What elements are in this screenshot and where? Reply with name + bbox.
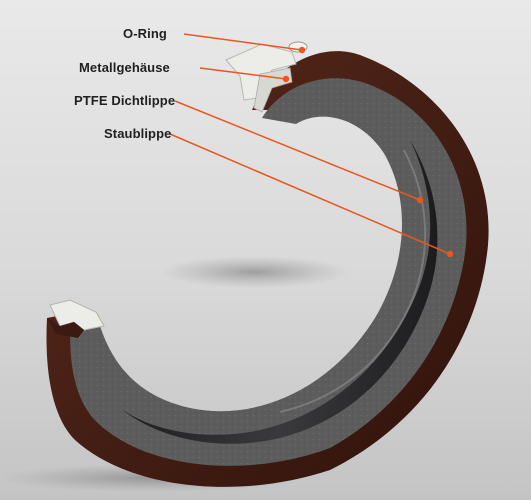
leader-lines xyxy=(169,33,454,258)
leader-o-ring-dot xyxy=(298,46,306,54)
leader-metal-housing-dot xyxy=(282,75,290,83)
leader-ptfe-lip xyxy=(174,100,421,201)
label-ptfe-lip: PTFE Dichtlippe xyxy=(74,93,176,108)
rubber-cut-bottom xyxy=(47,318,84,338)
leader-metal-housing xyxy=(199,67,287,80)
floor-shadow xyxy=(160,256,350,288)
label-o-ring: O-Ring xyxy=(123,26,167,41)
label-metal-housing: Metallgehäuse xyxy=(79,60,170,75)
leader-dust-lip xyxy=(169,133,451,255)
leader-dust-lip-dot xyxy=(446,250,454,258)
leader-ptfe-lip-dot xyxy=(416,196,424,204)
leader-o-ring xyxy=(183,33,303,51)
label-dust-lip: Staublippe xyxy=(104,126,172,141)
